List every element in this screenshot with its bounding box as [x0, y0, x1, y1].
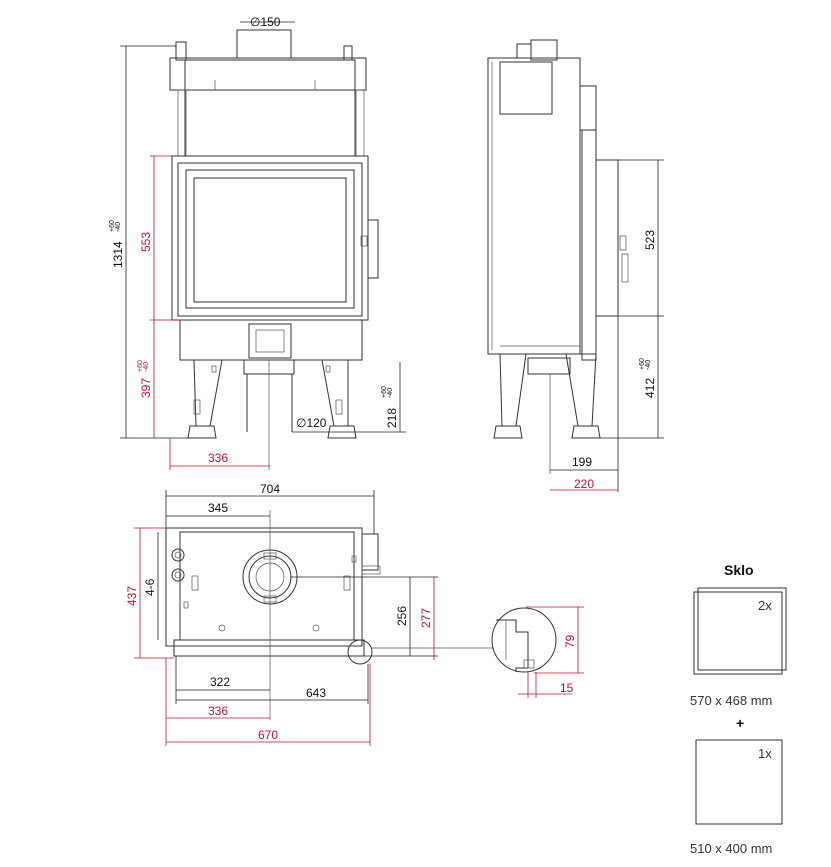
top-bottom-b-label: 643: [306, 686, 326, 700]
side-depth-a-label: 199: [572, 455, 592, 469]
svg-text:-40: -40: [387, 388, 394, 398]
flue-top-label: ∅150: [250, 15, 281, 29]
glass-panels: Sklo 2x 570 x 468 mm + 1x 510 x 400 mm: [690, 562, 787, 856]
glass-panel1-count: 2x: [758, 598, 772, 613]
glass-panel1-size: 570 x 468 mm: [690, 693, 772, 708]
glass-panel2-size: 510 x 400 mm: [690, 841, 772, 856]
door-height-label: 553: [139, 232, 153, 252]
svg-text:+60: +60: [381, 386, 388, 398]
top-view-dimensions: 704 345 437 4-6 256 277 322 643 336 670: [125, 482, 438, 746]
top-depth-c-label: 256: [395, 606, 409, 626]
glass-title: Sklo: [724, 562, 754, 578]
detail-height-label: 79: [563, 634, 577, 648]
top-bottom-c-label: 336: [208, 704, 228, 718]
flue-bottom-label: ∅120: [296, 416, 327, 430]
glass-height-label: 523: [643, 230, 657, 250]
top-depth-d-label: 277: [419, 608, 433, 628]
top-view: [165, 510, 381, 720]
svg-text:-40: -40: [115, 222, 122, 232]
side-view: [487, 39, 629, 474]
height-total-label: 1314: [111, 241, 125, 268]
svg-text:+60: +60: [137, 360, 144, 372]
side-view-dimensions: 523 412 +60 -40 199 220: [550, 159, 664, 492]
front-view-dimensions: ∅150 1314 +60 -40 553 397 +60 -40 218 +6…: [109, 15, 406, 470]
glass-plus: +: [736, 715, 744, 731]
svg-text:+60: +60: [639, 358, 646, 370]
side-depth-b-label: 220: [574, 477, 594, 491]
top-depth-b-label: 4-6: [143, 578, 157, 596]
detail-width-label: 15: [560, 681, 574, 695]
front-half-width-label: 336: [208, 451, 228, 465]
top-bottom-a-label: 322: [210, 675, 230, 689]
svg-text:-40: -40: [143, 362, 150, 372]
svg-text:-40: -40: [645, 360, 652, 370]
top-width-half-label: 345: [208, 501, 228, 515]
front-view: [169, 29, 379, 470]
flue-bottom-height-label: 218: [385, 408, 399, 428]
top-width-total-label: 704: [260, 482, 280, 496]
detail-view: 79 15: [372, 606, 584, 698]
top-bottom-d-label: 670: [258, 728, 278, 742]
top-depth-a-label: 437: [125, 586, 139, 606]
glass-panel2-count: 1x: [758, 746, 772, 761]
bottom-height-label: 397: [139, 378, 153, 398]
svg-text:+60: +60: [109, 220, 116, 232]
side-bottom-height-label: 412: [643, 378, 657, 398]
